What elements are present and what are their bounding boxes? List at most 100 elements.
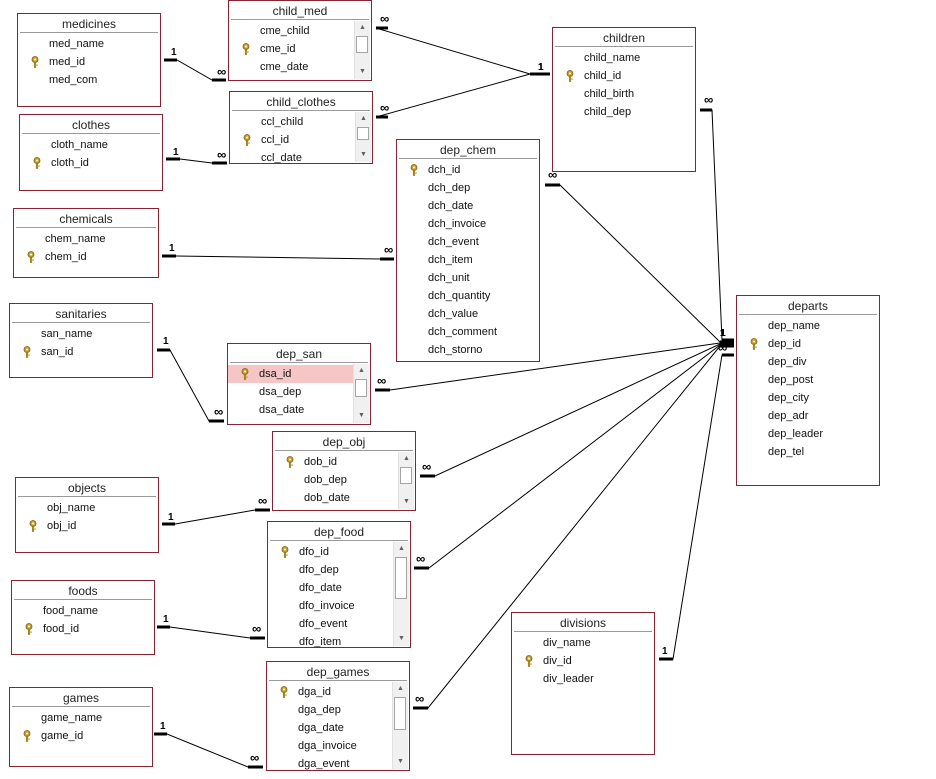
field-row[interactable]: san_name (10, 325, 152, 343)
table-title[interactable]: dep_san (230, 346, 368, 363)
relationship-line[interactable] (154, 733, 263, 768)
table-title[interactable]: dep_obj (275, 434, 413, 451)
field-row[interactable]: dob_id (273, 453, 398, 471)
table-title[interactable]: chemicals (16, 211, 156, 228)
field-row[interactable]: dep_post (737, 371, 879, 389)
field-row[interactable]: dfo_date (268, 579, 393, 597)
relationship-line[interactable] (375, 73, 550, 118)
field-row[interactable]: dch_storno (397, 341, 539, 359)
relationship-line[interactable] (164, 59, 226, 81)
field-row[interactable]: dob_date (273, 489, 398, 507)
scroll-thumb[interactable] (400, 467, 412, 484)
field-row[interactable]: child_id (553, 67, 695, 85)
field-row[interactable]: cloth_id (20, 154, 162, 172)
scroll-thumb[interactable] (357, 127, 369, 140)
field-row[interactable]: dfo_dep (268, 561, 393, 579)
field-row[interactable]: dep_leader (737, 425, 879, 443)
field-row[interactable]: game_id (10, 727, 152, 745)
field-row[interactable]: dch_item (397, 251, 539, 269)
table-title[interactable]: dep_chem (399, 142, 537, 159)
table-title[interactable]: foods (14, 583, 152, 600)
field-row[interactable]: dga_dep (267, 701, 392, 719)
field-row[interactable]: div_leader (512, 670, 654, 688)
field-row[interactable]: dch_id (397, 161, 539, 179)
scroll-up-arrow-icon[interactable]: ▲ (397, 685, 404, 692)
field-row[interactable]: dep_adr (737, 407, 879, 425)
scroll-down-arrow-icon[interactable]: ▼ (397, 758, 404, 765)
field-row[interactable]: dsa_id (228, 365, 353, 383)
table-title[interactable]: clothes (22, 117, 160, 134)
scroll-thumb[interactable] (394, 697, 406, 730)
field-row[interactable]: cloth_name (20, 136, 162, 154)
field-row[interactable]: dch_invoice (397, 215, 539, 233)
relationship-line[interactable] (157, 626, 265, 639)
scroll-up-arrow-icon[interactable]: ▲ (360, 115, 367, 122)
field-row[interactable]: cme_date (229, 58, 354, 76)
scroll-down-arrow-icon[interactable]: ▼ (398, 635, 405, 642)
vertical-scrollbar[interactable]: ▲▼ (353, 364, 369, 423)
table-title[interactable]: dep_food (270, 524, 408, 541)
scroll-down-arrow-icon[interactable]: ▼ (359, 68, 366, 75)
field-row[interactable]: ccl_id (230, 131, 355, 149)
field-row[interactable]: dep_tel (737, 443, 879, 461)
field-row[interactable]: med_com (18, 71, 160, 89)
field-row[interactable]: child_birth (553, 85, 695, 103)
field-row[interactable]: dch_value (397, 305, 539, 323)
field-row[interactable]: dch_dep (397, 179, 539, 197)
scroll-down-arrow-icon[interactable]: ▼ (358, 412, 365, 419)
scroll-up-arrow-icon[interactable]: ▲ (403, 455, 410, 462)
field-row[interactable]: food_name (12, 602, 154, 620)
table-title[interactable]: objects (18, 480, 156, 497)
scroll-up-arrow-icon[interactable]: ▲ (359, 24, 366, 31)
relationship-line[interactable] (545, 184, 734, 343)
field-row[interactable]: dga_id (267, 683, 392, 701)
relationship-line[interactable] (375, 27, 550, 75)
field-row[interactable]: game_name (10, 709, 152, 727)
field-row[interactable]: obj_name (16, 499, 158, 517)
field-row[interactable]: dob_dep (273, 471, 398, 489)
field-row[interactable]: dep_id (737, 335, 879, 353)
field-row[interactable]: div_name (512, 634, 654, 652)
scroll-up-arrow-icon[interactable]: ▲ (358, 367, 365, 374)
relationship-line[interactable] (162, 255, 394, 260)
field-row[interactable]: dep_name (737, 317, 879, 335)
field-row[interactable]: dfo_item (268, 633, 393, 647)
relationship-line[interactable] (420, 343, 734, 477)
table-title[interactable]: games (12, 690, 150, 707)
field-row[interactable]: dch_event (397, 233, 539, 251)
scroll-thumb[interactable] (355, 379, 367, 397)
field-row[interactable]: chem_name (14, 230, 158, 248)
field-row[interactable]: dfo_id (268, 543, 393, 561)
table-title[interactable]: dep_games (269, 664, 407, 681)
scroll-thumb[interactable] (395, 557, 407, 599)
vertical-scrollbar[interactable]: ▲▼ (398, 452, 414, 509)
table-title[interactable]: child_clothes (232, 94, 370, 111)
table-title[interactable]: sanitaries (12, 306, 150, 323)
field-row[interactable]: food_id (12, 620, 154, 638)
vertical-scrollbar[interactable]: ▲▼ (392, 682, 408, 769)
field-row[interactable]: div_id (512, 652, 654, 670)
relationship-line[interactable] (659, 354, 734, 660)
scroll-down-arrow-icon[interactable]: ▼ (403, 498, 410, 505)
field-row[interactable]: san_id (10, 343, 152, 361)
field-row[interactable]: dfo_event (268, 615, 393, 633)
scroll-up-arrow-icon[interactable]: ▲ (398, 545, 405, 552)
relationship-line[interactable] (162, 509, 270, 525)
field-row[interactable]: chem_id (14, 248, 158, 266)
vertical-scrollbar[interactable]: ▲▼ (354, 21, 370, 79)
field-row[interactable]: dch_unit (397, 269, 539, 287)
field-row[interactable]: dep_city (737, 389, 879, 407)
